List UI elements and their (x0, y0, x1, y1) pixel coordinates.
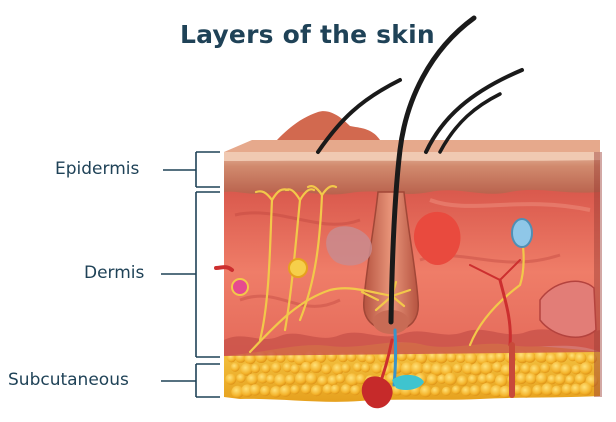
fat-cell (495, 352, 505, 362)
fat-cell (285, 375, 295, 385)
fat-cell (290, 364, 299, 373)
stratum-corneum (224, 151, 600, 161)
fat-cell (525, 373, 536, 384)
fat-cell (310, 361, 322, 373)
fat-cell (465, 352, 477, 364)
fat-cell (470, 385, 481, 396)
block-right-edge (594, 152, 602, 397)
fat-cell (236, 374, 245, 383)
fat-cell (452, 385, 461, 394)
layer-brackets (161, 152, 220, 397)
nerve-ending-pink (232, 279, 248, 295)
fat-cell (457, 375, 468, 386)
diagram-title: Layers of the skin (180, 20, 440, 49)
fat-cell (575, 374, 586, 385)
fat-cell (571, 365, 581, 375)
fat-cell (350, 385, 360, 395)
fat-cell (365, 354, 375, 364)
subcutaneous-bracket (196, 364, 220, 397)
fat-cell (420, 385, 432, 397)
label-dermis: Dermis (84, 263, 144, 283)
fat-cell (453, 364, 462, 373)
fat-cell (249, 384, 260, 395)
fat-cell (524, 351, 535, 362)
fat-cell (456, 353, 466, 363)
fat-cell (301, 384, 311, 394)
fat-cell (521, 364, 531, 374)
fat-cell (579, 383, 592, 396)
fat-cell (301, 362, 312, 373)
dermis-bracket (196, 192, 220, 357)
pacinian-corpuscle (512, 219, 532, 247)
fat-cell (266, 375, 275, 384)
fat-cell (555, 374, 566, 385)
fat-cell (306, 373, 318, 385)
fat-cell (341, 384, 351, 394)
fat-cell (330, 385, 340, 395)
fat-cell (427, 374, 438, 385)
fat-cell (468, 375, 477, 384)
fat-cell (536, 373, 547, 384)
fat-cell (520, 386, 532, 398)
fat-cell (446, 352, 456, 362)
fat-cell (225, 374, 236, 385)
fat-cell (311, 385, 322, 396)
fat-cell (353, 363, 362, 372)
fat-cell (560, 364, 571, 375)
fat-cell (552, 386, 562, 396)
fat-cell (431, 387, 440, 396)
fat-cell (516, 373, 527, 384)
fat-cell (480, 362, 493, 375)
epidermis-top-face (224, 140, 600, 152)
fat-cell (271, 363, 281, 373)
fat-cell (274, 374, 286, 386)
fat-cell (372, 363, 383, 374)
fat-cell (444, 373, 457, 386)
fat-cell (251, 364, 260, 373)
fat-cell (411, 362, 424, 375)
label-subcutaneous: Subcutaneous (8, 370, 129, 390)
fat-cell (261, 364, 270, 373)
epidermis-bracket (196, 152, 220, 187)
fat-cell (231, 363, 240, 372)
fat-cell (247, 374, 258, 385)
fat-cell (361, 363, 370, 372)
fat-cell (532, 385, 543, 396)
nerve-ending-yellow (289, 259, 307, 277)
fat-cell (565, 375, 574, 384)
fat-cell (295, 373, 307, 385)
label-epidermis: Epidermis (55, 159, 139, 179)
fat-cell (280, 385, 292, 397)
fat-cell (341, 363, 350, 372)
fat-cell (442, 387, 451, 396)
fat-cell (260, 386, 270, 396)
fat-cell (290, 385, 299, 394)
fat-cell (336, 374, 346, 384)
fat-cell (321, 364, 331, 374)
fat-cell (580, 362, 593, 375)
fat-cell (540, 363, 550, 373)
fat-cell (486, 373, 496, 383)
